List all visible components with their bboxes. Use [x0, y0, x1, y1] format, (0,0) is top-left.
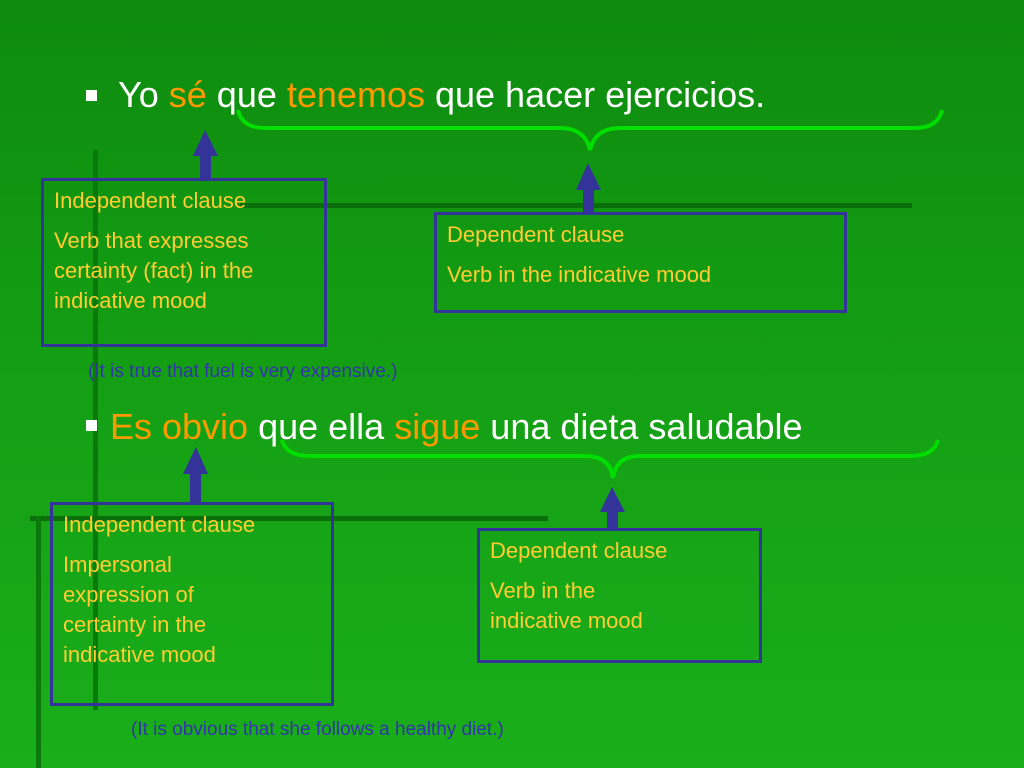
box-dependent-clause-2: Dependent clause Verb in the indicative …	[477, 528, 762, 663]
sentence-2-expression-es-obvio: Es obvio	[110, 406, 249, 447]
bullet-2	[86, 420, 97, 431]
sentence-2-rest: una dieta saludable	[490, 406, 803, 447]
decor-line-mid-horizontal	[30, 516, 548, 521]
sentence-2-words-que-ella: que ella	[258, 406, 385, 447]
decor-line-left-vertical	[36, 516, 41, 768]
sentence-1: Yo sé que tenemos que hacer ejercicios.	[118, 74, 765, 116]
box-4-title: Dependent clause	[490, 538, 668, 563]
box-4-body: Verb in the indicative mood	[490, 578, 643, 633]
arrow-4	[600, 487, 625, 530]
sentence-2-verb-sigue: sigue	[394, 406, 481, 447]
sentence-1-word-yo: Yo	[118, 74, 159, 115]
arrow-3	[183, 447, 208, 504]
box-1-body: Verb that expresses certainty (fact) in …	[54, 228, 254, 313]
box-dependent-clause-1: Dependent clause Verb in the indicative …	[434, 212, 847, 313]
sentence-1-verb-tenemos: tenemos	[286, 74, 425, 115]
sentence-1-word-que: que	[216, 74, 277, 115]
box-2-body: Verb in the indicative mood	[447, 262, 712, 287]
sentence-1-rest: que hacer ejercicios.	[434, 74, 766, 115]
sentence-1-verb-se: sé	[168, 74, 207, 115]
arrow-2	[576, 163, 601, 214]
box-independent-clause-2: Independent clause Impersonal expression…	[50, 502, 334, 706]
brace-2	[280, 439, 940, 479]
brace-1	[236, 109, 944, 151]
translation-2: (It is obvious that she follows a health…	[131, 719, 504, 740]
box-1-title: Independent clause	[54, 188, 247, 213]
arrow-1	[193, 130, 218, 180]
bullet-1	[86, 90, 97, 101]
box-2-title: Dependent clause	[447, 222, 625, 247]
box-3-title: Independent clause	[63, 512, 256, 537]
sentence-2: Es obvio que ella sigue una dieta saluda…	[110, 406, 803, 448]
decor-line-top-horizontal	[240, 203, 912, 208]
box-3-body: Impersonal expression of certainty in th…	[63, 552, 216, 667]
translation-1: (It is true that fuel is very expensive.…	[88, 361, 398, 382]
box-independent-clause-1: Independent clause Verb that expresses c…	[41, 178, 327, 347]
